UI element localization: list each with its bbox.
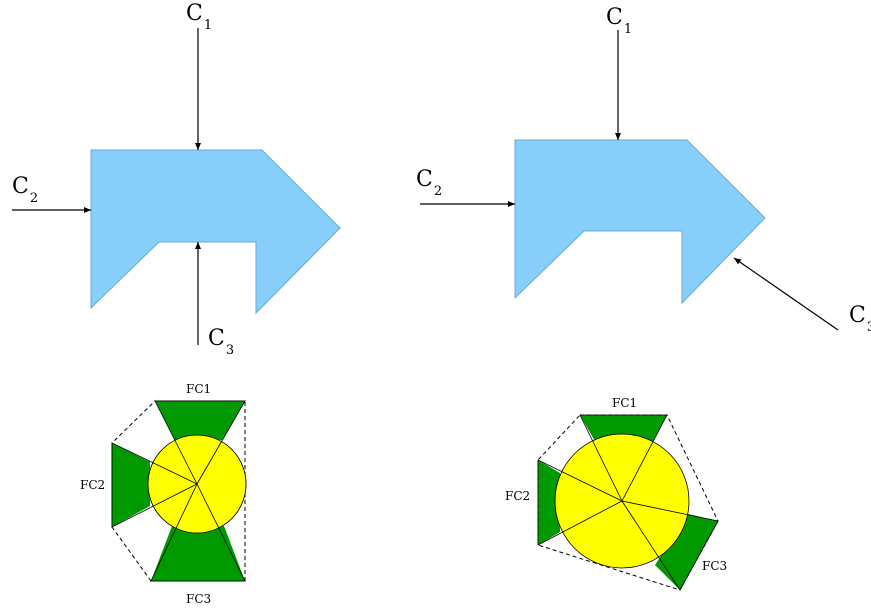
left-cone-edges xyxy=(111,400,246,582)
left-object-panel: C1 C2 C3 xyxy=(12,1,341,358)
right-label-fc3: FC3 xyxy=(702,559,727,573)
right-force-arrow-c3 xyxy=(733,257,839,331)
left-label-c3: C3 xyxy=(208,326,234,358)
left-label-c2: C2 xyxy=(12,174,38,206)
left-label-fc2: FC2 xyxy=(80,478,105,492)
right-object-panel: C1 C2 C3 xyxy=(416,5,871,335)
right-object-shape xyxy=(514,139,766,305)
left-cone-outlines xyxy=(111,400,245,582)
right-cone-fc2-fill xyxy=(538,460,560,545)
right-label-fc1: FC1 xyxy=(612,396,637,410)
left-label-fc1: FC1 xyxy=(186,382,211,396)
right-label-fc2: FC2 xyxy=(505,489,530,503)
right-label-c2: C2 xyxy=(416,167,442,199)
right-cone-fc1-fill xyxy=(580,415,667,443)
right-label-c3: C3 xyxy=(849,303,871,335)
right-cone-outlines xyxy=(537,414,719,591)
right-friction-cones: FC1 FC2 FC3 xyxy=(505,396,727,591)
right-cone-fc3-fill xyxy=(655,514,718,590)
left-object-shape xyxy=(90,149,341,315)
left-cone-fc3-inner xyxy=(151,526,245,581)
left-label-fc3: FC3 xyxy=(186,592,211,606)
left-cone-fc1-inner xyxy=(155,401,245,440)
left-cone-fc2-inner xyxy=(112,443,150,527)
left-label-c1: C1 xyxy=(186,1,212,33)
right-label-c1: C1 xyxy=(606,5,632,37)
left-friction-cones: FC1 FC2 FC3 xyxy=(80,382,247,606)
right-cone-edges xyxy=(537,414,719,591)
